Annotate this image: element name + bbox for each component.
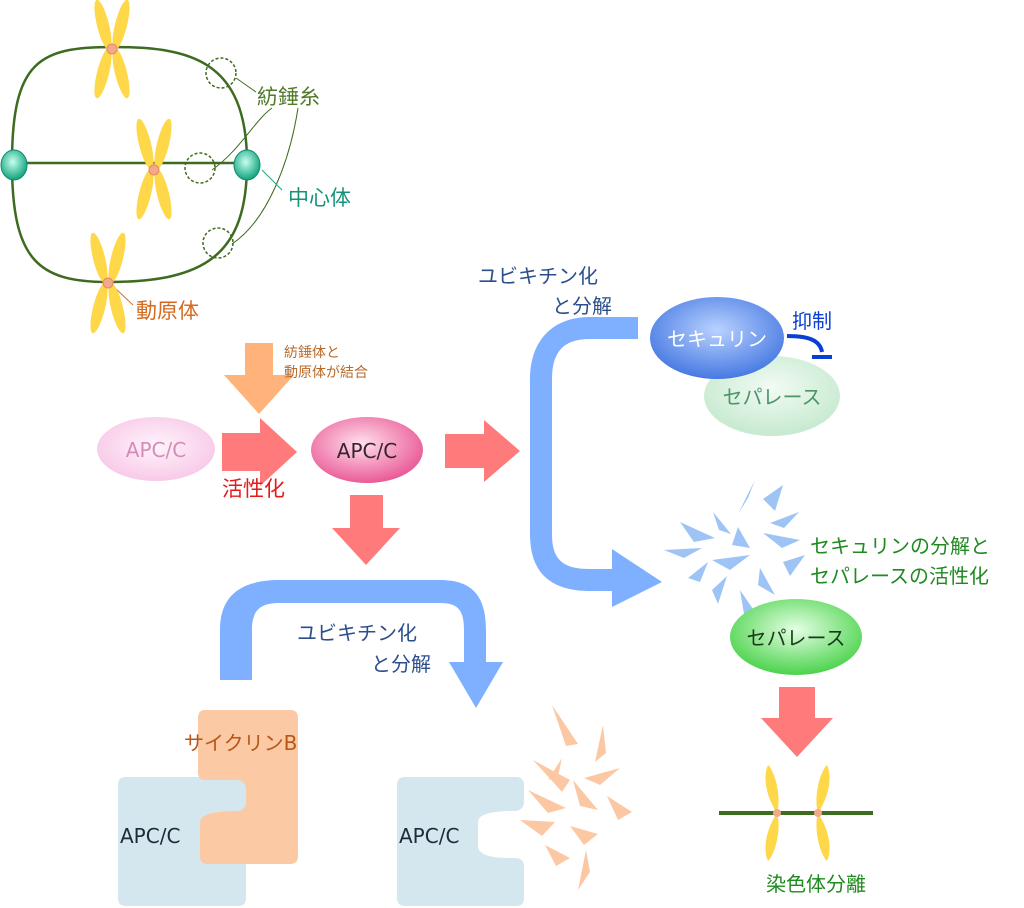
activation-label: 活性化 (222, 477, 285, 501)
ubiquitin-top-line1: ユビキチン化 (478, 264, 598, 288)
separase-active-label: セパレース (747, 626, 846, 650)
spindle-fiber-label: 紡錘糸 (257, 85, 320, 109)
apc-block-right-label: APC/C (399, 824, 459, 848)
cyclin-b (198, 710, 298, 864)
centrosome-left (0, 149, 28, 181)
spindle-apparatus: 紡錘糸 中心体 動原体 (0, 0, 351, 334)
separase-down-arrow (761, 687, 833, 757)
apc-to-securin-arrow (445, 420, 520, 482)
chromosome-middle (136, 118, 172, 220)
separation-label: 染色体分離 (766, 872, 866, 896)
centrosome-label: 中心体 (288, 186, 351, 210)
securin (650, 297, 784, 379)
securin-degradation-line1: セキュリンの分解と (810, 534, 990, 558)
cyclin-b-label: サイクリンB (184, 731, 297, 755)
ubiquitin-bottom-line2: と分解 (371, 652, 431, 676)
separase-active (730, 599, 862, 675)
attachment-circle-top (205, 57, 237, 89)
spindle-fiber-outline (10, 45, 249, 284)
separated-chromosomes (719, 765, 873, 861)
leader-line-fiber-2 (211, 107, 273, 171)
ubiquitin-bottom-connector (220, 580, 503, 708)
securin-label: セキュリン (667, 327, 767, 351)
apc-block-right (397, 777, 524, 906)
activation-arrow (222, 418, 297, 486)
chromosome-top (94, 0, 130, 99)
cyclin-fragments (520, 705, 632, 890)
chromosome-bottom (90, 232, 126, 334)
leader-line-centrosome (261, 169, 283, 191)
separase-inactive-label: セパレース (723, 385, 822, 409)
binding-label-line1: 紡錘体と (284, 344, 340, 361)
apc-block-left-label: APC/C (120, 824, 180, 848)
leader-line-fiber-1 (235, 77, 257, 93)
attachment-circle-middle (184, 152, 216, 184)
centrosome-right (233, 149, 261, 181)
kinetochore-label: 動原体 (136, 299, 199, 323)
ubiquitin-bottom-line1: ユビキチン化 (297, 621, 417, 645)
binding-arrow (224, 343, 294, 414)
apc-inactive-label: APC/C (126, 438, 186, 462)
leader-line-fiber-3 (231, 107, 299, 245)
securin-degradation-line2: セパレースの活性化 (810, 564, 989, 588)
ubiquitin-top-connector (530, 317, 662, 607)
ubiquitin-top-line2: と分解 (552, 294, 612, 318)
apc-active-label: APC/C (337, 439, 397, 463)
inhibit-symbol (786, 334, 832, 359)
apc-block-left (118, 777, 246, 906)
binding-label-line2: 動原体が結合 (284, 365, 368, 381)
inhibit-label: 抑制 (792, 309, 832, 333)
apc-down-arrow (332, 495, 400, 565)
apc-inactive (97, 417, 215, 481)
apc-active (311, 417, 423, 483)
securin-fragments (664, 480, 805, 614)
leader-line-kinetochore (114, 287, 134, 306)
